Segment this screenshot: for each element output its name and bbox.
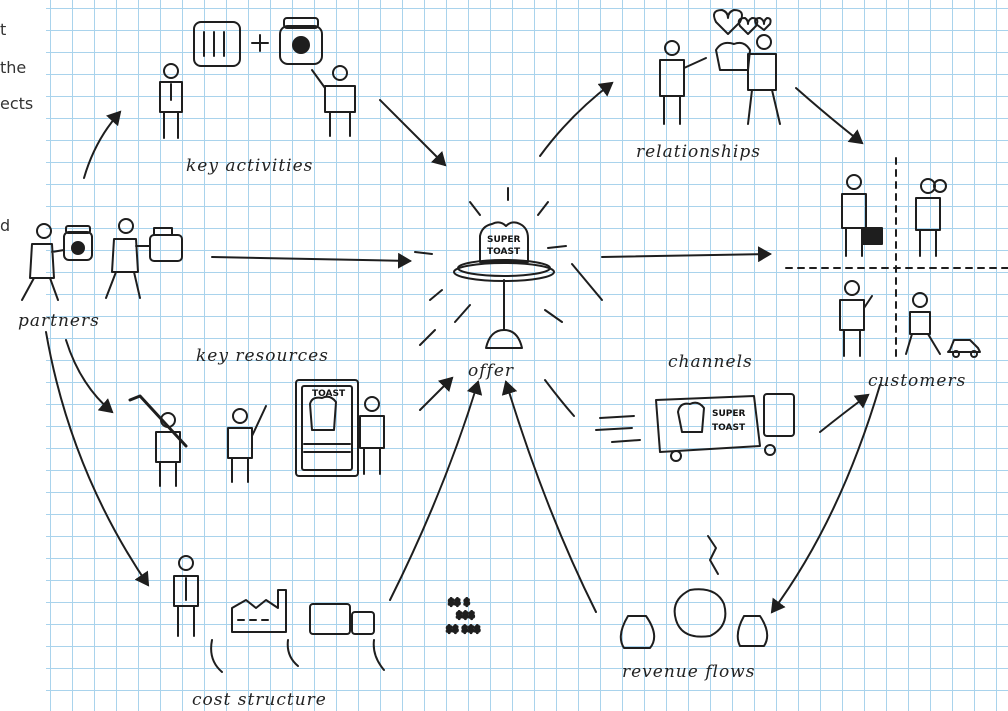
arrow-customers-to-revenue [770, 384, 881, 614]
arrow-resources-to-offer [419, 376, 454, 411]
margin-text-3: ects [0, 94, 34, 113]
person-icon [128, 394, 188, 487]
label-channels: channels [668, 352, 753, 372]
left-margin [0, 0, 46, 711]
arrow-relationships-to-customers [795, 87, 864, 145]
billboard-icon [295, 379, 359, 477]
svg-text:$$ $$$: $$ $$$ [446, 625, 480, 635]
toaster-icon [149, 227, 183, 262]
channel-text-line2: TOAST [712, 423, 746, 433]
margin-text-4: d [0, 216, 11, 235]
arrow-offer-to-relationships [539, 81, 614, 157]
factory-icon [231, 589, 287, 633]
person-icon [915, 178, 947, 257]
svg-text:$$ $: $$ $ [448, 598, 470, 608]
label-relationships: relationships [636, 142, 761, 162]
money-bag-icon: $$ $ $$$ $$ $$$ [445, 597, 481, 636]
person-icon [359, 396, 385, 475]
heart-icon [713, 9, 772, 35]
plus-icon [251, 34, 269, 52]
truck-icon [595, 393, 795, 462]
offer-ray [414, 187, 603, 346]
person-icon [21, 223, 65, 301]
person-icon [841, 174, 883, 257]
person-icon [747, 34, 781, 125]
label-customers: customers [868, 371, 967, 391]
label-key-resources: key resources [196, 346, 329, 366]
person-icon [227, 405, 267, 483]
arrow-channels-to-customers [819, 393, 870, 433]
resource-billboard-text: TOAST [312, 389, 346, 399]
money-bag-icon [619, 535, 769, 649]
person-icon [105, 218, 151, 299]
arrow-partners-to-cost [45, 331, 150, 587]
person-icon [839, 280, 873, 357]
person-icon [905, 292, 941, 355]
arrow-offer-to-customers [601, 246, 772, 263]
channel-text-line1: SUPER [712, 409, 746, 419]
offer-text-line2: TOAST [487, 247, 521, 257]
toaster-icon [193, 21, 241, 67]
label-revenue-flows: revenue flows [622, 662, 756, 682]
arrow-activities-to-offer [379, 99, 447, 167]
arrow-partners-to-offer [211, 252, 412, 269]
jam-jar-icon [63, 225, 93, 261]
person-icon [159, 63, 183, 139]
arrow-offer-to-channels [544, 379, 575, 417]
car-icon [947, 339, 981, 358]
plug-icon [210, 639, 385, 673]
label-cost-structure: cost structure [192, 690, 327, 710]
offer-text-line1: SUPER [487, 235, 521, 245]
svg-text:$$$: $$$ [456, 611, 475, 621]
truck-icon [309, 603, 375, 635]
label-partners: partners [18, 311, 100, 331]
bread-icon [715, 41, 751, 71]
margin-text-1: t [0, 20, 7, 39]
label-offer: offer [468, 361, 515, 381]
arrow-revenue-to-offer [501, 380, 597, 613]
person-icon [311, 65, 356, 137]
person-icon [659, 40, 707, 125]
margin-text-2: the [0, 58, 27, 77]
offer-toast-stand-icon [453, 221, 555, 349]
quadrant-divider [785, 157, 1008, 359]
arrow-cost-to-offer [389, 380, 483, 601]
jam-jar-icon [279, 17, 323, 65]
arrow-partners-to-activities [83, 110, 122, 179]
person-icon [173, 555, 199, 637]
arrow-partners-to-resources [65, 339, 114, 414]
label-key-activities: key activities [186, 156, 314, 176]
